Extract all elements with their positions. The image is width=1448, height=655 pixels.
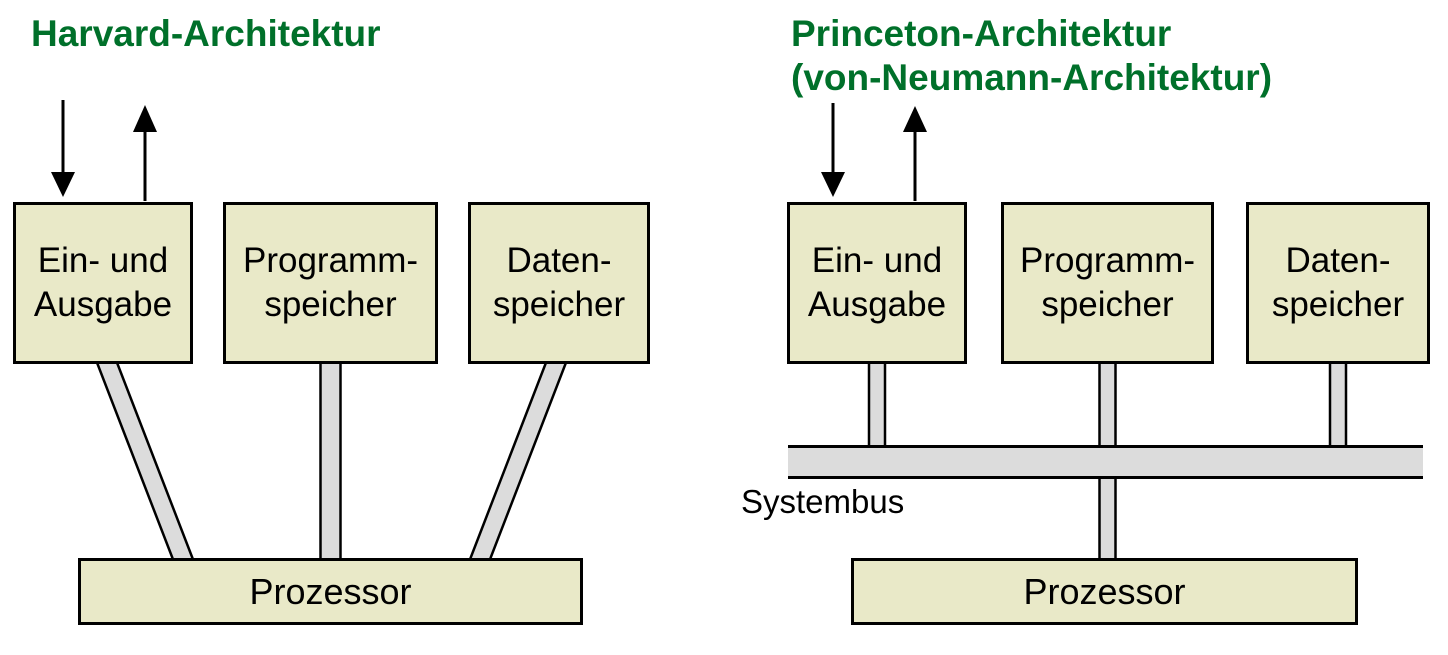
- princeton-processor-bus-connector: [1098, 474, 1117, 564]
- princeton-output-arrow-icon: [903, 106, 927, 132]
- princeton-program-memory-box-label: Programm- speicher: [1019, 241, 1196, 324]
- princeton-title-line2: (von-Neumann-Architektur): [791, 57, 1273, 98]
- harvard-title: Harvard-Architektur: [31, 13, 381, 54]
- princeton-program-bus-connector: [1098, 358, 1117, 450]
- princeton-data-memory-box-label: Daten- speicher: [1271, 241, 1405, 324]
- harvard-io-box: Ein- und Ausgabe: [13, 202, 193, 364]
- princeton-title-line1: Princeton-Architektur: [791, 13, 1172, 54]
- harvard-output-arrow-icon: [133, 105, 157, 132]
- princeton-io-box-label: Ein- und Ausgabe: [807, 241, 947, 324]
- systembus-bar: [788, 445, 1423, 479]
- princeton-data-memory-box: Daten- speicher: [1246, 202, 1430, 364]
- harvard-program-bus-connector: [319, 358, 342, 564]
- princeton-data-bus-connector: [1328, 358, 1348, 450]
- princeton-io-bus-connector: [867, 358, 887, 450]
- systembus-label: Systembus: [741, 483, 905, 520]
- princeton-io-box: Ein- und Ausgabe: [787, 202, 967, 364]
- princeton-program-memory-box: Programm- speicher: [1001, 202, 1214, 364]
- harvard-program-memory-box: Programm- speicher: [223, 202, 438, 364]
- harvard-data-bus-connector: [467, 358, 569, 564]
- harvard-io-bus-connector: [94, 358, 196, 564]
- princeton-processor-box: Prozessor: [851, 558, 1358, 625]
- harvard-data-memory-box: Daten- speicher: [468, 202, 650, 364]
- harvard-processor-box-label: Prozessor: [249, 570, 412, 612]
- harvard-data-memory-box-label: Daten- speicher: [492, 241, 626, 324]
- princeton-title: Princeton-Architektur (von-Neumann-Archi…: [791, 12, 1272, 100]
- princeton-input-arrow-icon: [821, 172, 845, 197]
- harvard-input-arrow-icon: [51, 172, 75, 197]
- harvard-processor-box: Prozessor: [78, 558, 583, 625]
- harvard-program-memory-box-label: Programm- speicher: [242, 241, 419, 324]
- harvard-io-box-label: Ein- und Ausgabe: [33, 241, 173, 324]
- princeton-processor-box-label: Prozessor: [1023, 570, 1186, 612]
